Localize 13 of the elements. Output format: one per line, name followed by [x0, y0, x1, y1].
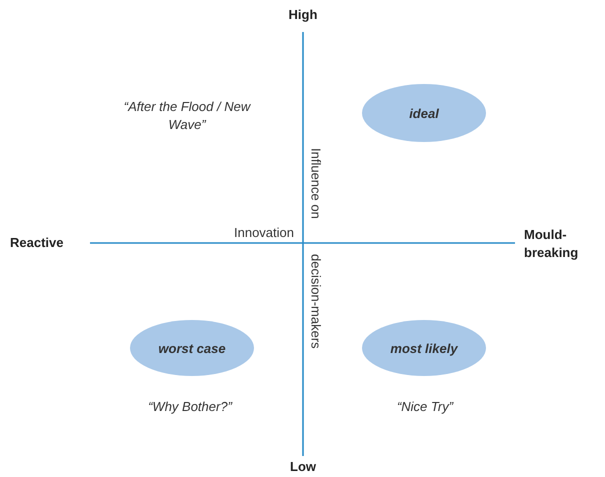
scenario-ellipse: most likely: [362, 320, 486, 376]
scenario-ellipse: ideal: [362, 84, 486, 142]
axis-title: Innovation: [233, 224, 294, 242]
scenario-quote: “After the Flood / New Wave”: [122, 98, 252, 134]
axis-label: Mould-breaking: [524, 226, 580, 262]
scenario-quote: “Why Bother?”: [147, 398, 234, 416]
scenario-quote: “Nice Try”: [396, 398, 454, 416]
axis-title: Influence on: [308, 148, 325, 219]
axis-label: High: [288, 6, 318, 24]
axis-label: Low: [289, 458, 317, 476]
scenario-ellipse: worst case: [130, 320, 254, 376]
axis-title: decision-makers: [308, 254, 325, 349]
axis-label: Reactive: [10, 234, 64, 252]
